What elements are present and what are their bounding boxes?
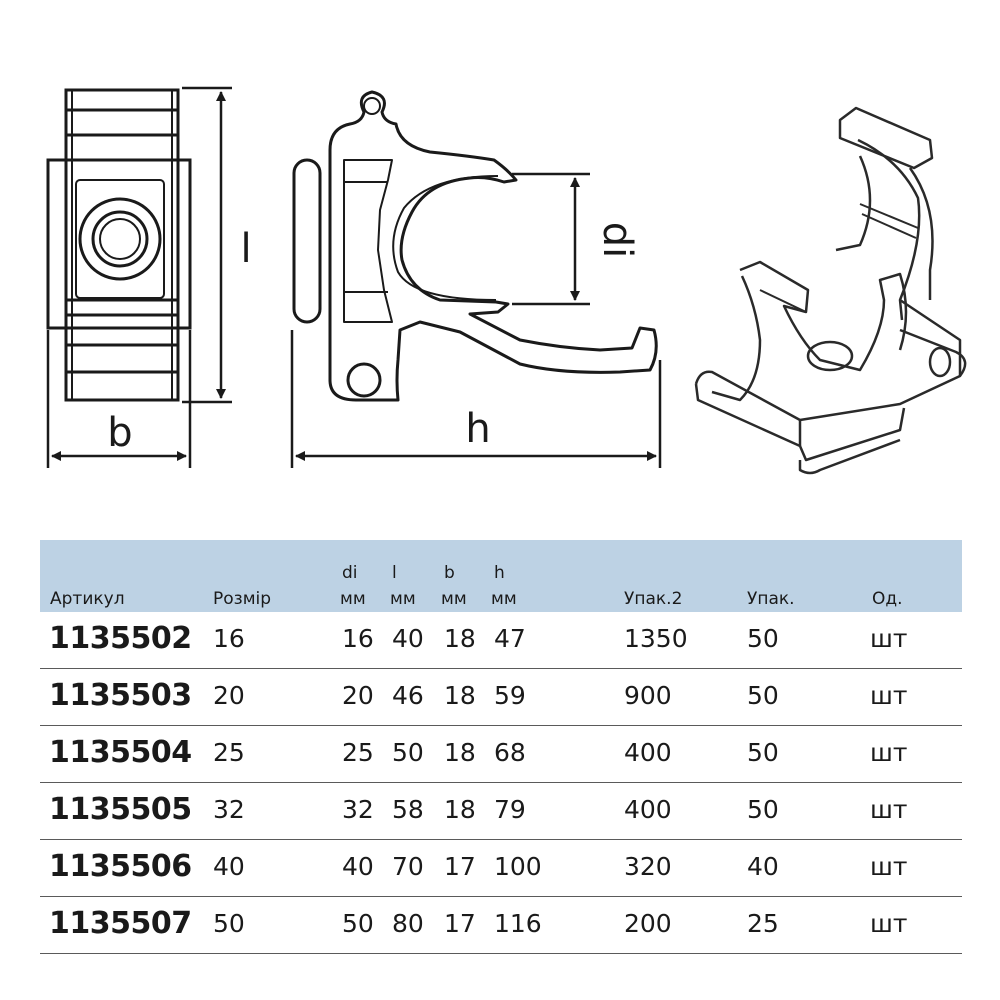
cell-pack: 50 (747, 681, 779, 710)
cell-b: 18 (444, 738, 476, 767)
cell-b: 18 (444, 795, 476, 824)
table-body: 1135502 16 16 40 18 47 1350 50 шт 1135503 20 20 46 18… (40, 612, 962, 954)
dimension-l (182, 86, 232, 404)
header-di: di (342, 563, 358, 583)
header-pack2: Упак.2 (624, 589, 683, 609)
dimension-di (512, 172, 590, 306)
cell-article: 1135506 (49, 849, 192, 884)
cell-article: 1135504 (49, 735, 192, 770)
cell-di: 16 (342, 624, 374, 653)
cell-size: 40 (213, 852, 245, 881)
dimension-l-label: l (240, 226, 251, 272)
dimension-b-label: b (107, 410, 132, 456)
cell-pack2: 200 (624, 909, 672, 938)
cell-di: 50 (342, 909, 374, 938)
cell-l: 46 (392, 681, 424, 710)
table-row: 1135503 20 20 46 18 59 900 50 шт (40, 669, 962, 726)
cell-article: 1135503 (49, 678, 192, 713)
cell-b: 17 (444, 852, 476, 881)
table-row: 1135502 16 16 40 18 47 1350 50 шт (40, 612, 962, 669)
cell-size: 20 (213, 681, 245, 710)
cell-l: 70 (392, 852, 424, 881)
cell-h: 100 (494, 852, 542, 881)
header-article: Артикул (50, 589, 125, 609)
cell-pack2: 400 (624, 738, 672, 767)
cell-pack2: 320 (624, 852, 672, 881)
cell-b: 18 (444, 681, 476, 710)
cell-unit: шт (870, 681, 908, 710)
cell-l: 40 (392, 624, 424, 653)
table-row: 1135504 25 25 50 18 68 400 50 шт (40, 726, 962, 783)
cell-size: 16 (213, 624, 245, 653)
cell-l: 58 (392, 795, 424, 824)
cell-pack: 50 (747, 795, 779, 824)
header-h: h (494, 563, 505, 583)
cell-pack: 50 (747, 624, 779, 653)
header-pack: Упак. (747, 589, 795, 609)
header-l-unit: мм (390, 589, 416, 609)
cell-unit: шт (870, 624, 908, 653)
cell-h: 68 (494, 738, 526, 767)
table-row: 1135507 50 50 80 17 116 200 25 шт (40, 897, 962, 954)
cell-b: 18 (444, 624, 476, 653)
cell-pack2: 1350 (624, 624, 688, 653)
cell-l: 80 (392, 909, 424, 938)
dimension-h-label: h (465, 406, 490, 452)
header-l: l (392, 563, 397, 583)
cell-di: 25 (342, 738, 374, 767)
table-row: 1135505 32 32 58 18 79 400 50 шт (40, 783, 962, 840)
front-view (46, 88, 192, 402)
cell-h: 59 (494, 681, 526, 710)
cell-unit: шт (870, 738, 908, 767)
dimension-di-label: di (594, 222, 640, 259)
cell-b: 17 (444, 909, 476, 938)
table-row: 1135506 40 40 70 17 100 320 40 шт (40, 840, 962, 897)
cell-unit: шт (870, 909, 908, 938)
technical-drawing: b l di h (46, 86, 967, 475)
cell-pack: 50 (747, 738, 779, 767)
cell-unit: шт (870, 852, 908, 881)
header-h-unit: мм (491, 589, 517, 609)
cell-di: 40 (342, 852, 374, 881)
cell-size: 50 (213, 909, 245, 938)
cell-article: 1135507 (49, 906, 192, 941)
cell-di: 20 (342, 681, 374, 710)
cell-article: 1135502 (49, 621, 192, 656)
cell-pack: 25 (747, 909, 779, 938)
cell-pack2: 900 (624, 681, 672, 710)
cell-h: 116 (494, 909, 542, 938)
header-unit: Од. (872, 589, 903, 609)
header-b-unit: мм (441, 589, 467, 609)
cell-pack: 40 (747, 852, 779, 881)
cell-h: 47 (494, 624, 526, 653)
dimension-b (46, 330, 192, 468)
side-view (292, 90, 658, 402)
cell-h: 79 (494, 795, 526, 824)
cell-pack2: 400 (624, 795, 672, 824)
cell-size: 25 (213, 738, 245, 767)
dimension-h (290, 330, 662, 468)
header-b: b (444, 563, 455, 583)
table-header: Артикул Розмір di мм l мм b мм h мм Упак… (40, 540, 962, 612)
specification-table: Артикул Розмір di мм l мм b мм h мм Упак… (40, 540, 962, 954)
header-size: Розмір (213, 589, 272, 609)
cell-di: 32 (342, 795, 374, 824)
header-di-unit: мм (340, 589, 366, 609)
cell-article: 1135505 (49, 792, 192, 827)
isometric-view (694, 106, 967, 475)
cell-unit: шт (870, 795, 908, 824)
cell-l: 50 (392, 738, 424, 767)
cell-size: 32 (213, 795, 245, 824)
